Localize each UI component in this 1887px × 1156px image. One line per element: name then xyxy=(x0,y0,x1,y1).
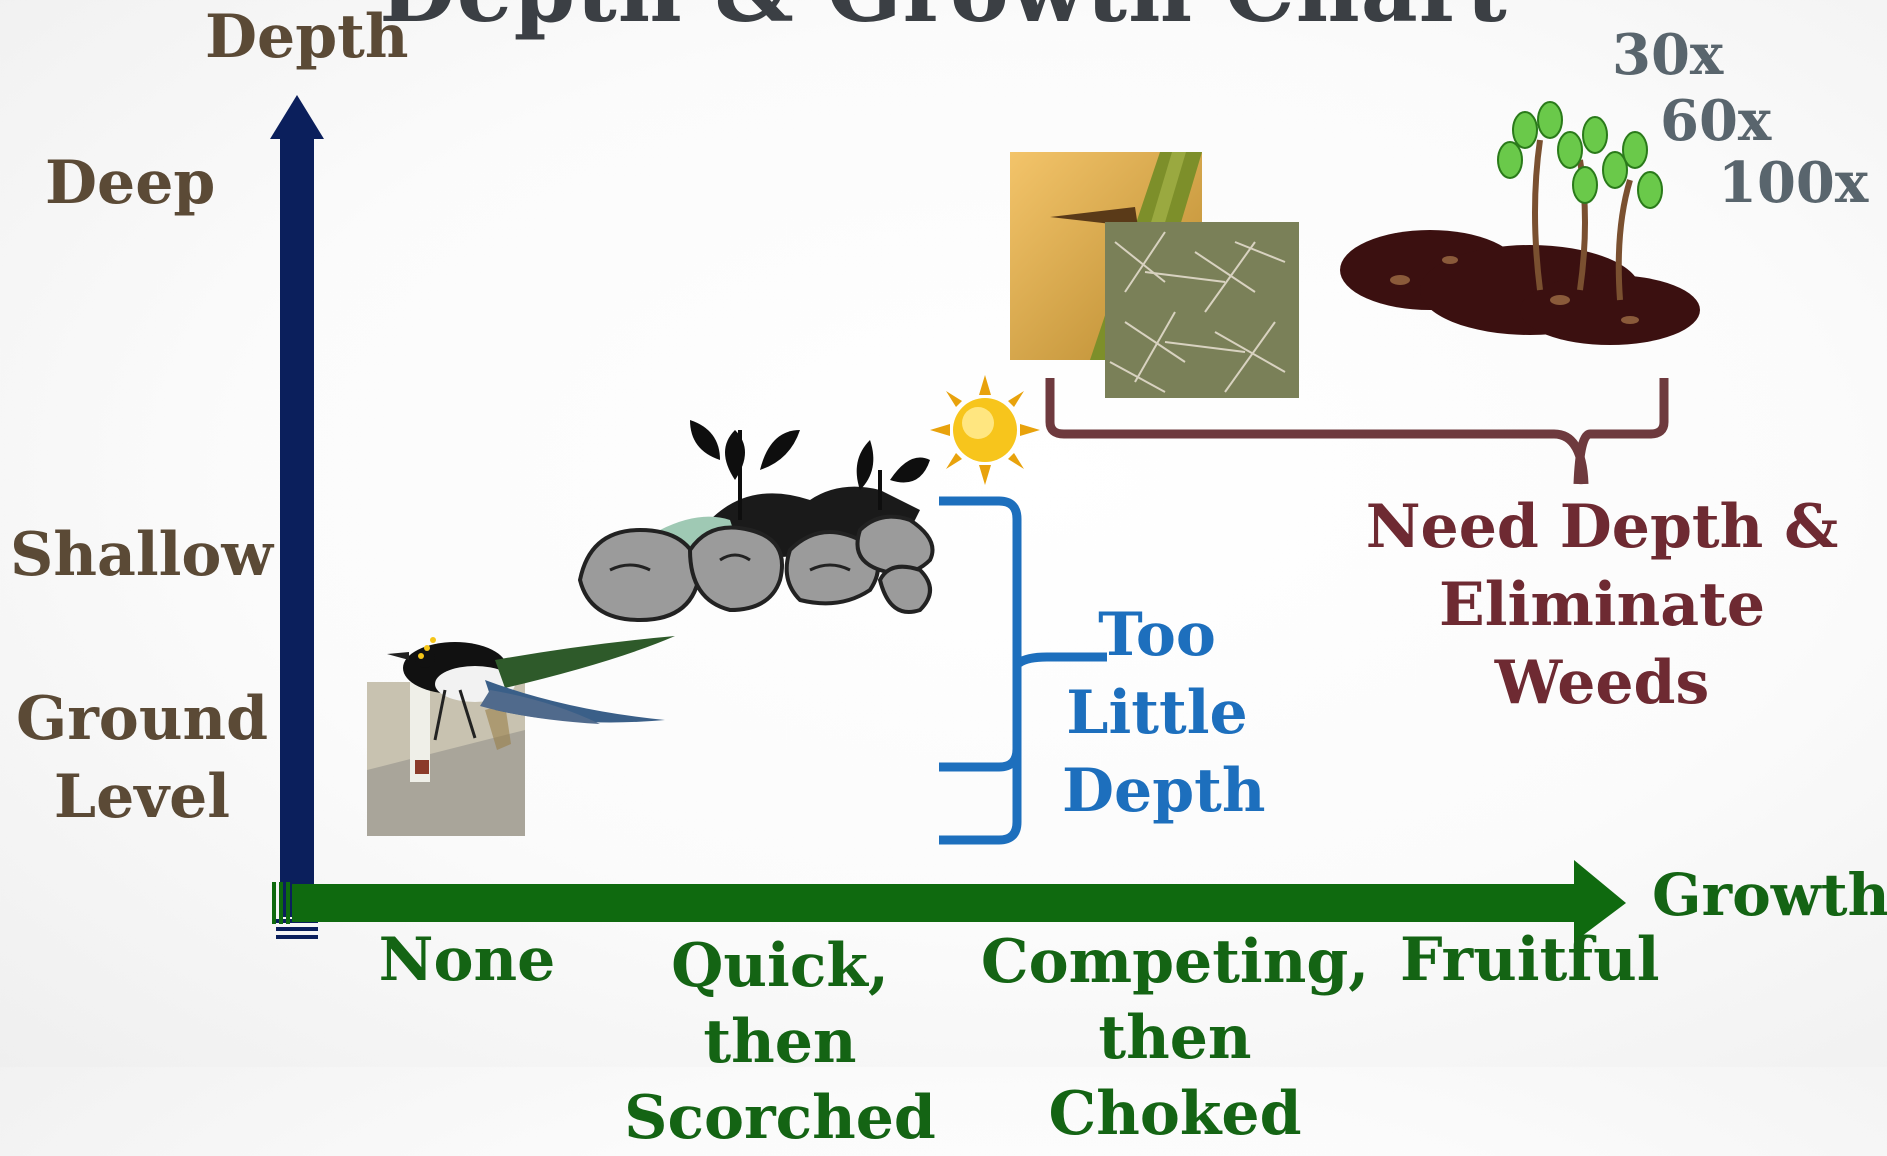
need-depth-bracket xyxy=(1045,378,1669,485)
good-soil-sprouts-icon xyxy=(1340,101,1700,345)
y-level-ground: Ground Level xyxy=(15,684,269,832)
path-bird-icon xyxy=(367,636,675,836)
x-axis-arrow xyxy=(272,860,1626,942)
y-level-deep: Deep xyxy=(45,148,216,218)
too-little-depth-bracket xyxy=(939,496,1107,845)
y-axis-arrow xyxy=(270,95,324,939)
x-cat-fruitful: Fruitful xyxy=(1400,925,1660,995)
multiplier-100x: 100x xyxy=(1718,150,1869,216)
multiplier-30x: 30x xyxy=(1612,22,1724,88)
cactus-spines-icon xyxy=(1105,222,1299,398)
x-axis-name: Growth xyxy=(1652,861,1887,929)
multiplier-60x: 60x xyxy=(1660,88,1772,154)
x-cat-competing-choked: Competing, then Choked xyxy=(980,927,1370,1149)
rocky-soil-icon xyxy=(577,420,935,623)
sun-icon xyxy=(930,375,1040,485)
x-cat-quick-scorched: Quick, then Scorched xyxy=(624,931,936,1153)
too-little-depth-label: Too Little Depth xyxy=(1062,600,1266,826)
y-axis-name: Depth xyxy=(205,2,409,72)
y-level-shallow: Shallow xyxy=(10,520,274,590)
chart-title: Depth & Growth Chart xyxy=(0,0,1887,42)
x-cat-none: None xyxy=(378,925,556,995)
need-depth-label: Need Depth & Eliminate Weeds xyxy=(1365,492,1839,718)
